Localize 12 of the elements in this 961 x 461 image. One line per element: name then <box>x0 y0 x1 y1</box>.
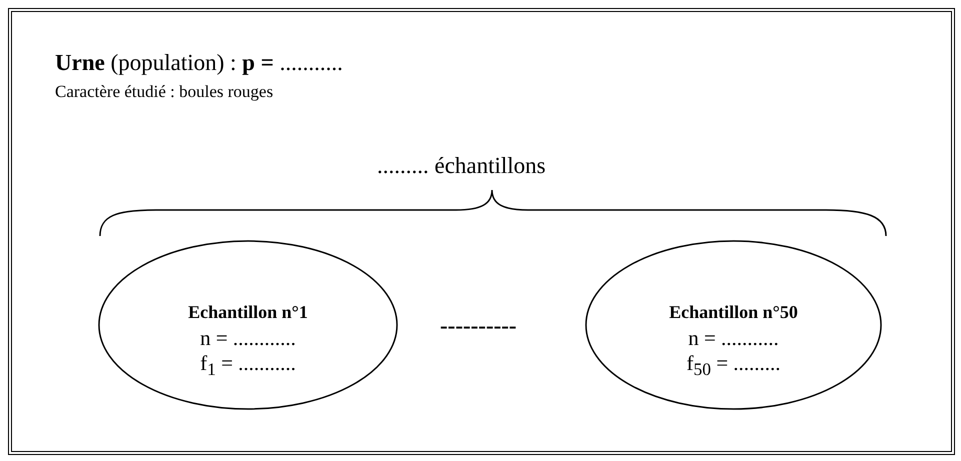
samples-count-text: ......... échantillons <box>377 153 546 180</box>
population-heading: Urne (population) : p = ........... <box>55 50 343 76</box>
sample-ellipse <box>98 240 398 410</box>
sample-title: Echantillon n°1 <box>188 302 308 324</box>
sample-size-text: n = ............ <box>200 326 296 351</box>
sample-title: Echantillon n°50 <box>669 302 798 324</box>
ellipsis-dashes: ---------- <box>440 313 517 340</box>
studied-trait-text: Caractère étudié : boules rouges <box>55 82 274 102</box>
sample-size-text: n = ........... <box>688 326 779 351</box>
sample-ellipse <box>585 240 882 410</box>
frequency-text: f$_{50}$ = ......... <box>686 350 781 380</box>
frequency-text: f$_{1}$ = ........... <box>200 350 296 380</box>
